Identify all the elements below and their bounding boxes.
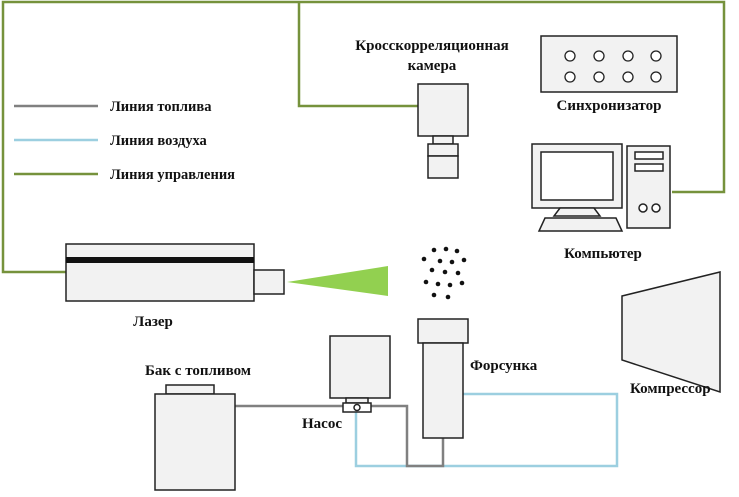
control-line-laser-to-sync — [1, 0, 726, 274]
injector — [417, 318, 469, 439]
compressor — [621, 271, 721, 394]
laser-label: Лазер — [133, 314, 173, 330]
laser-head — [253, 269, 285, 295]
computer-label: Компьютер — [564, 246, 642, 262]
camera-label-line2: камера — [408, 58, 457, 74]
laser — [65, 243, 285, 302]
pump — [329, 335, 391, 413]
crosscorrelation-camera — [417, 83, 469, 179]
air-line-loop — [354, 392, 619, 468]
compressor-label: Компрессор — [630, 381, 711, 397]
computer — [531, 143, 671, 232]
synchronizer — [540, 35, 678, 93]
fuel-line-pump-to-injector — [368, 404, 445, 468]
legend-label-fuel-line: Линия топлива — [110, 99, 212, 115]
computer-keyboard — [537, 217, 624, 232]
air-lines — [354, 392, 619, 468]
fuel-tank-label: Бак с топливом — [145, 363, 251, 379]
legend-label-air-line: Линия воздуха — [110, 133, 208, 149]
injector-label: Форсунка — [470, 358, 538, 374]
laser-beam — [287, 266, 388, 296]
spray-droplets — [421, 246, 467, 300]
fuel-lines — [235, 404, 445, 468]
fuel-tank — [154, 384, 236, 491]
synchronizer-label: Синхронизатор — [557, 98, 662, 114]
control-lines — [1, 0, 726, 274]
pump-label: Насос — [302, 416, 342, 432]
camera-label-line1: Кросскорреляционная — [355, 38, 509, 54]
control-line-camera-loop — [297, 2, 418, 108]
legend-label-control-line: Линия управления — [110, 167, 235, 183]
synchronizer-ports — [564, 50, 662, 83]
